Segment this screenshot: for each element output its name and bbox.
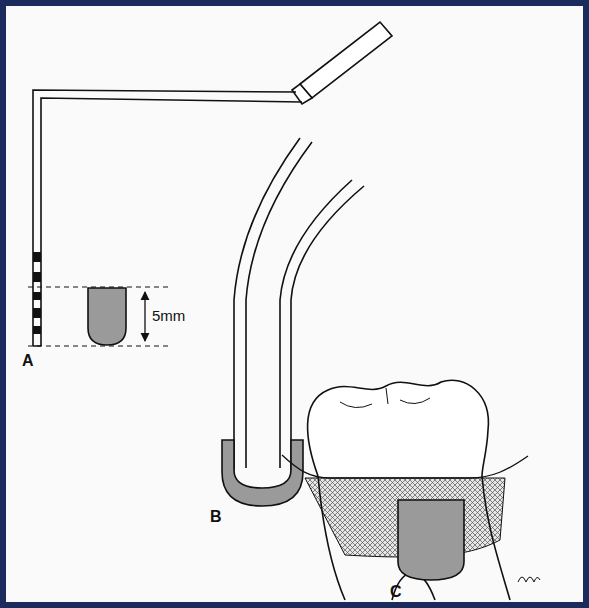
- tooth-crown: [308, 380, 489, 476]
- panel-letter: A: [22, 353, 34, 369]
- graft: [398, 500, 464, 580]
- probe-marking: [33, 252, 41, 262]
- probe-marking: [33, 326, 41, 334]
- panel-letter: C: [390, 584, 402, 600]
- gingival-margin: [282, 455, 528, 478]
- dimension-line: [28, 287, 172, 346]
- tooth-cusps: [340, 388, 430, 408]
- graft: [88, 288, 126, 345]
- instrument-wall: [234, 138, 300, 470]
- frame: [3, 3, 586, 605]
- probe-handle: [300, 22, 392, 98]
- probe-marking: [33, 292, 41, 300]
- signature-mark: [518, 577, 540, 582]
- probe-marking: [33, 308, 41, 318]
- instrument-wall: [246, 142, 312, 468]
- probe-shaft: [33, 90, 302, 346]
- dimension-label: 5mm: [152, 308, 185, 323]
- probe-marking: [33, 272, 41, 282]
- tooth-root: [318, 476, 510, 600]
- panel-letter: B: [210, 509, 222, 525]
- graft: [222, 440, 303, 506]
- probe-collar: [292, 84, 312, 104]
- dimension-arrow: [144, 292, 145, 341]
